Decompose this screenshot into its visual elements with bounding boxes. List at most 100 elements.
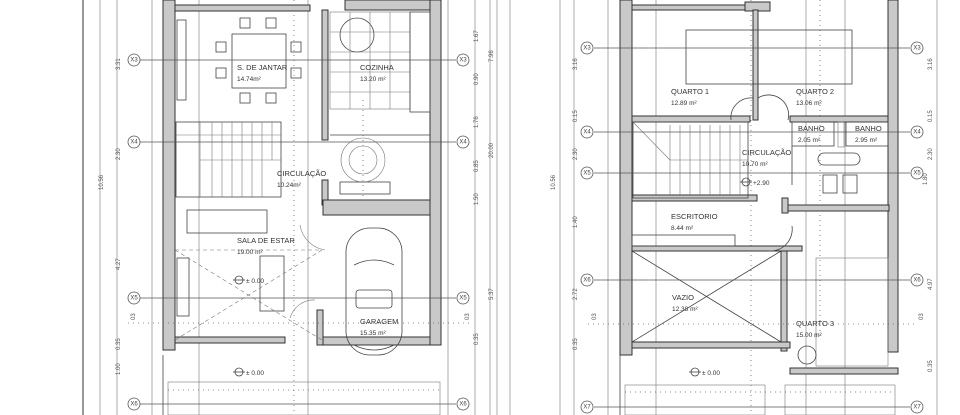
room-area: 12.89 m² <box>671 100 697 107</box>
grid-axes <box>588 47 918 408</box>
room-area: 10.70 m² <box>742 161 768 168</box>
axis-bubble: X6 <box>580 273 594 287</box>
room-name: QUARTO 1 <box>671 87 709 96</box>
room-name: CIRCULAÇÃO <box>277 169 326 178</box>
room-area: 15.00 m² <box>796 332 822 339</box>
axis-bubble: X5 <box>580 166 594 180</box>
room-name: ESCRITORIO <box>671 212 718 221</box>
svg-text:X3: X3 <box>583 46 591 52</box>
room-area: 8.44 m² <box>671 225 694 232</box>
svg-text:+2.90: +2.90 <box>753 180 770 187</box>
axis-bubble: X6 <box>127 397 141 411</box>
level-marker: ± 0.00 <box>233 367 264 377</box>
room-name: COZINHA <box>360 63 394 72</box>
axis-bubble: X5 <box>127 291 141 305</box>
level-marker: ± 0.00 <box>233 275 264 285</box>
dimension-label: 10.56 <box>99 174 105 190</box>
dimension-label: 2.30 <box>573 148 579 160</box>
svg-text:X4: X4 <box>459 140 467 146</box>
axis-bubble: X7 <box>910 400 924 414</box>
svg-text:X3: X3 <box>913 46 921 52</box>
section-mark: 03 <box>465 313 471 320</box>
axis-bubble: X3 <box>910 41 924 55</box>
room-area: 15.35 m² <box>360 330 386 337</box>
room-area: 19.00 m² <box>237 249 263 256</box>
svg-text:X6: X6 <box>130 402 138 408</box>
car-icon <box>345 227 403 356</box>
svg-text:X4: X4 <box>583 130 591 136</box>
grid-axes <box>128 59 470 405</box>
dimension-label: 2.72 <box>573 288 579 300</box>
room-area: 10.24m² <box>277 182 302 189</box>
dimension-label: 3.31 <box>116 58 122 70</box>
axis-bubble: X3 <box>127 53 141 67</box>
ground-floor-plan: X3 X3 X4 X4 X5 X5 X6 X6 03 03 S. DE JANT… <box>99 0 495 415</box>
section-mark: 03 <box>592 313 598 320</box>
room-area: 13.06 m² <box>796 100 822 107</box>
svg-text:X6: X6 <box>913 278 921 284</box>
svg-text:X4: X4 <box>913 130 921 136</box>
dimension-label: 1.67 <box>474 30 480 42</box>
dining-table <box>231 33 287 89</box>
svg-text:± 0.00: ± 0.00 <box>702 370 720 377</box>
svg-text:X6: X6 <box>583 278 591 284</box>
dimension-label: 1.00 <box>116 363 122 375</box>
dimension-label: 1.50 <box>474 193 480 205</box>
svg-text:X6: X6 <box>459 402 467 408</box>
axis-bubble: X5 <box>910 166 924 180</box>
dimension-label: 0.35 <box>573 338 579 350</box>
dimension-label: 1.40 <box>573 216 579 228</box>
section-mark: 03 <box>131 313 137 320</box>
axis-bubble: X3 <box>580 41 594 55</box>
staircase <box>175 121 282 198</box>
svg-text:± 0.00: ± 0.00 <box>246 370 264 377</box>
svg-text:X5: X5 <box>130 296 138 302</box>
wall <box>429 0 442 346</box>
axis-bubble: X7 <box>580 400 594 414</box>
room-name: CIRCULAÇÃO <box>742 148 791 157</box>
room-name: BANHO <box>798 124 825 133</box>
wall <box>162 0 176 351</box>
dimension-label: 0.90 <box>474 73 480 85</box>
dimension-label: 3.16 <box>928 58 934 70</box>
level-marker: ± 0.00 <box>689 367 720 377</box>
room-name: QUARTO 2 <box>796 87 834 96</box>
dimension-label: 5.37 <box>489 288 495 300</box>
axis-bubble: X4 <box>456 135 470 149</box>
bed <box>685 29 853 85</box>
svg-text:X5: X5 <box>913 171 921 177</box>
svg-text:X3: X3 <box>130 58 138 64</box>
svg-text:X5: X5 <box>459 296 467 302</box>
dimension-label: 4.27 <box>116 258 122 270</box>
room-name: VAZIO <box>672 293 694 302</box>
dimension-label: 1.76 <box>474 116 480 128</box>
first-floor-plan: X3 X3 X4 X4 X5 X5 X6 X6 X7 X7 03 03 QUAR… <box>509 0 938 415</box>
axis-bubble: X4 <box>580 125 594 139</box>
dimension-label: 20.00 <box>489 142 495 158</box>
room-area: 2.95 m² <box>855 137 878 144</box>
room-name: S. DE JANTAR <box>237 63 288 72</box>
room-name: QUARTO 3 <box>796 319 834 328</box>
axis-bubble: X6 <box>456 397 470 411</box>
dimension-label: 2.30 <box>116 148 122 160</box>
axis-bubble: X4 <box>910 125 924 139</box>
room-area: 13.20 m² <box>360 76 386 83</box>
bed <box>815 257 889 367</box>
svg-text:X7: X7 <box>583 405 591 411</box>
svg-text:X4: X4 <box>130 140 138 146</box>
dimension-label: 0.35 <box>928 360 934 372</box>
room-name: SALA DE ESTAR <box>237 236 295 245</box>
kitchen-table <box>339 17 375 53</box>
room-name: GARAGEM <box>360 317 398 326</box>
section-mark: 03 <box>919 313 925 320</box>
dimension-label: 1.80 <box>923 173 929 185</box>
dimension-label: 4.97 <box>928 278 934 290</box>
axis-bubble: X6 <box>910 273 924 287</box>
dimension-label: 0.35 <box>116 338 122 350</box>
svg-text:X5: X5 <box>583 171 591 177</box>
room-area: 12.38 m² <box>672 306 698 313</box>
dimension-label: 0.35 <box>474 333 480 345</box>
axis-bubble: X3 <box>456 53 470 67</box>
dimension-label: 10.56 <box>551 174 557 190</box>
